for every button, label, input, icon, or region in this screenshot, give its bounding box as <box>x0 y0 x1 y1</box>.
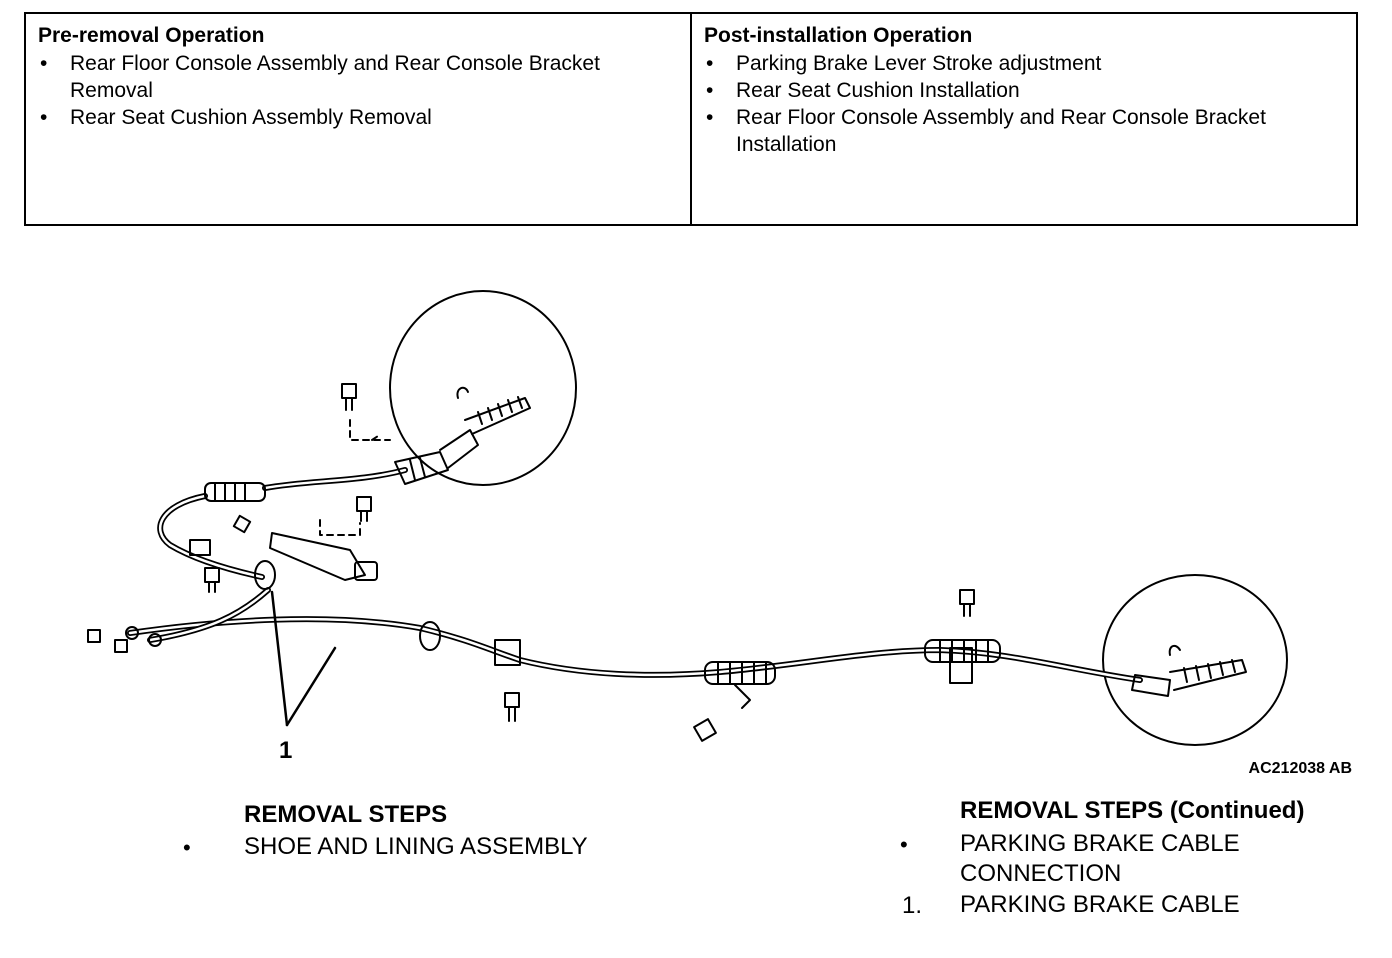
removal-step-item: SHOE AND LINING ASSEMBLY <box>244 833 588 860</box>
list-item: •Rear Floor Console Assembly and Rear Co… <box>40 52 600 102</box>
removal-steps-heading: REMOVAL STEPS <box>244 801 448 828</box>
bullet-icon: • <box>40 106 48 129</box>
post-installation-title: Post-installation Operation <box>704 24 973 47</box>
removal-steps-continued-heading: REMOVAL STEPS (Continued) <box>960 797 1305 824</box>
bullet-icon: • <box>706 79 714 102</box>
post-installation-column: Post-installation Operation •Parking Bra… <box>690 14 1356 224</box>
bolts-and-brackets <box>189 383 975 742</box>
pre-removal-column: Pre-removal Operation •Rear Floor Consol… <box>26 14 690 224</box>
removal-step-item: PARKING BRAKE CABLE <box>960 891 1240 918</box>
post-installation-list: •Parking Brake Lever Stroke adjustment •… <box>704 50 1344 158</box>
bullet-icon: • <box>183 835 191 860</box>
bullet-icon: • <box>900 832 908 857</box>
lower-cable <box>87 560 1247 697</box>
list-item: •Rear Floor Console Assembly and Rear Co… <box>706 106 1266 156</box>
bullet-icon: • <box>706 52 714 75</box>
callout-number: 1 <box>279 737 293 764</box>
parking-brake-cable-diagram <box>87 290 1288 746</box>
upper-cable <box>157 386 531 580</box>
figure-code: AC212038 AB <box>1248 760 1352 777</box>
operations-table: Pre-removal Operation •Rear Floor Consol… <box>24 12 1358 226</box>
list-item: •Parking Brake Lever Stroke adjustment <box>706 52 1102 75</box>
detail-circle-upper <box>389 290 577 486</box>
removal-step-item-continuation: CONNECTION <box>960 860 1122 887</box>
pre-removal-title: Pre-removal Operation <box>38 24 265 47</box>
list-item: •Rear Seat Cushion Assembly Removal <box>40 106 432 129</box>
bullet-icon: • <box>40 52 48 75</box>
callout-leader-lines <box>270 590 337 727</box>
list-item: •Rear Seat Cushion Installation <box>706 79 1020 102</box>
removal-step-item: PARKING BRAKE CABLE <box>960 830 1240 857</box>
detail-circle-right <box>1102 574 1288 746</box>
pre-removal-list: •Rear Floor Console Assembly and Rear Co… <box>38 50 678 131</box>
bullet-icon: • <box>706 106 714 129</box>
step-number: 1. <box>902 892 923 919</box>
